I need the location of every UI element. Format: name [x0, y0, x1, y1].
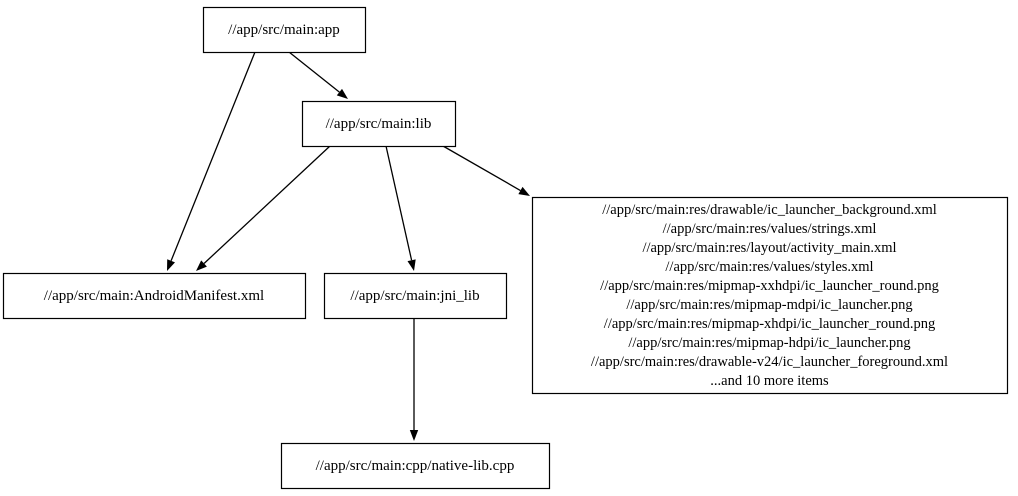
arrowhead-icon	[196, 260, 207, 271]
graph-edge-app-to-manifest	[167, 51, 256, 271]
arrowhead-icon	[167, 259, 175, 271]
arrowhead-icon	[336, 88, 348, 99]
nodes-layer: //app/src/main:app //app/src/main:lib //ap…	[2, 6, 1009, 490]
node-box-native_lib	[280, 442, 551, 490]
node-label-line: ...and 10 more items	[710, 373, 829, 389]
graph-edge-lib-to-jni-lib	[385, 145, 416, 271]
graph-node-jni_lib[interactable]: //app/src/main:jni_lib	[323, 272, 508, 320]
node-label-line: //app/src/main:res/drawable-v24/ic_launc…	[591, 354, 948, 370]
graph-node-lib[interactable]: //app/src/main:lib	[301, 100, 457, 148]
graph-node-native_lib[interactable]: //app/src/main:cpp/native-lib.cpp	[280, 442, 551, 490]
node-label-manifest: //app/src/main:AndroidManifest.xml	[44, 288, 264, 304]
node-label-line: //app/src/main:res/values/strings.xml	[663, 221, 877, 237]
node-label-resources: //app/src/main:res/drawable/ic_launcher_…	[591, 202, 948, 389]
node-label-line: //app/src/main:res/mipmap-hdpi/ic_launch…	[628, 335, 910, 351]
graph-edge-lib-to-manifest	[196, 145, 331, 271]
graph-edge-jni-lib-to-native	[409, 318, 419, 441]
edges-layer	[167, 51, 530, 441]
node-box-lib	[301, 100, 457, 148]
node-label-line: //app/src/main:res/layout/activity_main.…	[642, 240, 896, 256]
node-box-app	[202, 6, 367, 54]
node-label-native_lib: //app/src/main:cpp/native-lib.cpp	[316, 458, 515, 474]
graph-edge-app-to-lib	[288, 51, 348, 99]
graph-node-manifest[interactable]: //app/src/main:AndroidManifest.xml	[2, 272, 307, 320]
node-label-lib: //app/src/main:lib	[326, 116, 432, 132]
arrowhead-icon	[518, 186, 530, 196]
node-label-line: //app/src/main:res/values/styles.xml	[665, 259, 873, 275]
node-box-manifest	[2, 272, 307, 320]
node-label-jni_lib: //app/src/main:jni_lib	[350, 288, 479, 304]
node-label-app: //app/src/main:app	[228, 22, 340, 38]
node-box-resources	[531, 196, 1009, 395]
node-label-line: //app/src/main:res/mipmap-mdpi/ic_launch…	[626, 297, 912, 313]
node-label-line: //app/src/main:res/drawable/ic_launcher_…	[602, 202, 937, 218]
arrowhead-icon	[407, 259, 416, 271]
graph-node-resources[interactable]: //app/src/main:res/drawable/ic_launcher_…	[531, 196, 1009, 395]
graph-edge-lib-to-resources	[442, 145, 530, 196]
node-label-line: //app/src/main:res/mipmap-xhdpi/ic_launc…	[604, 316, 935, 332]
node-box-jni_lib	[323, 272, 508, 320]
node-label-line: //app/src/main:res/mipmap-xxhdpi/ic_laun…	[600, 278, 939, 294]
graph-node-app[interactable]: //app/src/main:app	[202, 6, 367, 54]
arrowhead-icon	[409, 430, 419, 441]
